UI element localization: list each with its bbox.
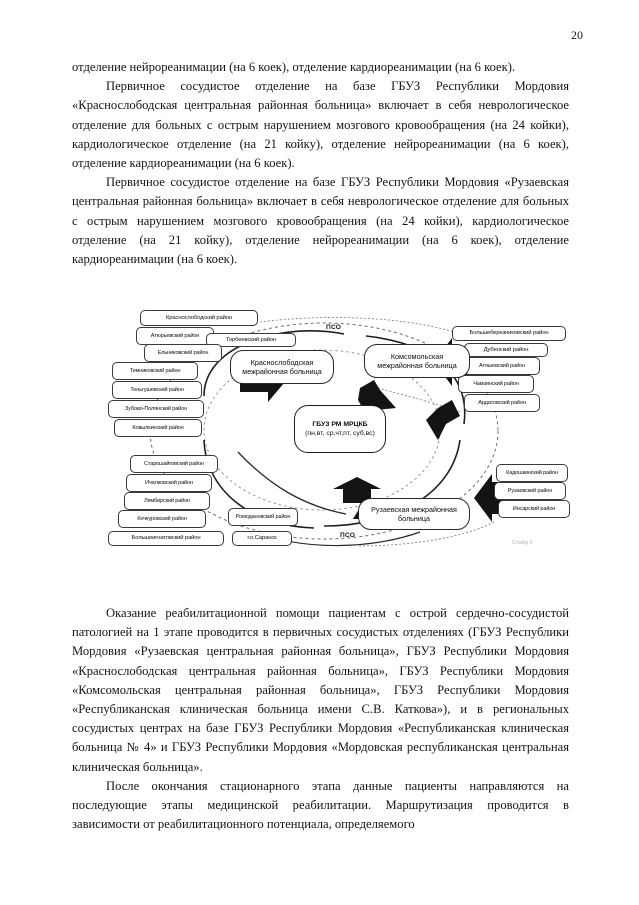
leader-line-lowerleft [237,451,347,515]
text-block-bottom: Оказание реабилитационной помощи пациент… [72,604,569,834]
paragraph: Первичное сосудистое отделение на базе Г… [72,79,569,171]
slide-caption: Слайд 6 [512,540,533,546]
district-box: г.о.Саранск [232,531,292,546]
district-box: Ельниковский район [144,344,222,362]
district-box: Зубово-Полянский район [108,400,204,418]
district-box: Большеигнатовский район [108,531,224,546]
paragraph: отделение нейрореанимации (на 6 коек), о… [72,60,516,74]
center-node-schedule: (пн,вт, ср,чт,пт, суб,вс) [305,430,375,437]
center-node: ГБУЗ РМ МРЦКБ (пн,вт, ср,чт,пт, суб,вс) [294,405,386,453]
text-block-top: отделение нейрореанимации (на 6 коек), о… [72,58,569,269]
block-arrow-koms-to-center [426,400,460,440]
district-box: Дубенский район [464,343,548,357]
outer-flow-ellipse [149,322,499,540]
district-box: Инсарский район [498,500,570,518]
paragraph: Первичное сосудистое отделение на базе Г… [72,175,569,267]
district-box: Ичалковский район [126,474,212,492]
district-box: Кадошкинский район [496,464,568,482]
district-box: Теньгушевский район [112,381,202,399]
district-box: Темниковский район [112,362,198,380]
district-box: Лямбирский район [124,492,210,510]
district-box: Краснослободский район [140,310,258,326]
hospital-ruzaevskaya: Рузаевская межрайонная больница [358,498,470,530]
district-box: Атяшевский район [464,357,540,375]
page-number: 20 [571,28,583,42]
district-box: Рузаевский район [494,482,566,500]
leader-line-right [369,385,461,413]
district-box: Торбеевский район [206,333,296,347]
center-node-title: ГБУЗ РМ МРЦКБ [312,420,368,428]
hospital-komsomolskaya: Комсомольская межрайонная больница [364,344,470,378]
hospital-krasnoslobodskaya: Краснослободская межрайонная больница [230,350,334,384]
leader-line-top [259,317,461,335]
leader-line-lowerright [357,521,495,547]
district-box: Старошайговский район [130,455,218,473]
district-box: Кочкуровский район [118,510,206,528]
district-box: Чамзинский район [458,375,534,393]
district-box: Ромодановский район [228,508,298,526]
paragraph: После окончания стационарного этапа данн… [72,778,569,832]
district-box: Атюрьевский район [136,327,214,345]
pso-label-top: ПСО [326,324,342,331]
district-box: Ардатовский район [464,394,540,412]
routing-diagram: Краснослободский район Атюрьевский район… [108,300,570,558]
pso-label-bottom: ПСО [340,532,356,539]
block-arrow-ruz-to-center [333,477,381,503]
paragraph: Оказание реабилитационной помощи пациент… [72,606,569,774]
district-box: Большеберезниковский район [452,326,566,341]
district-box: Ковылкинский район [114,419,202,437]
